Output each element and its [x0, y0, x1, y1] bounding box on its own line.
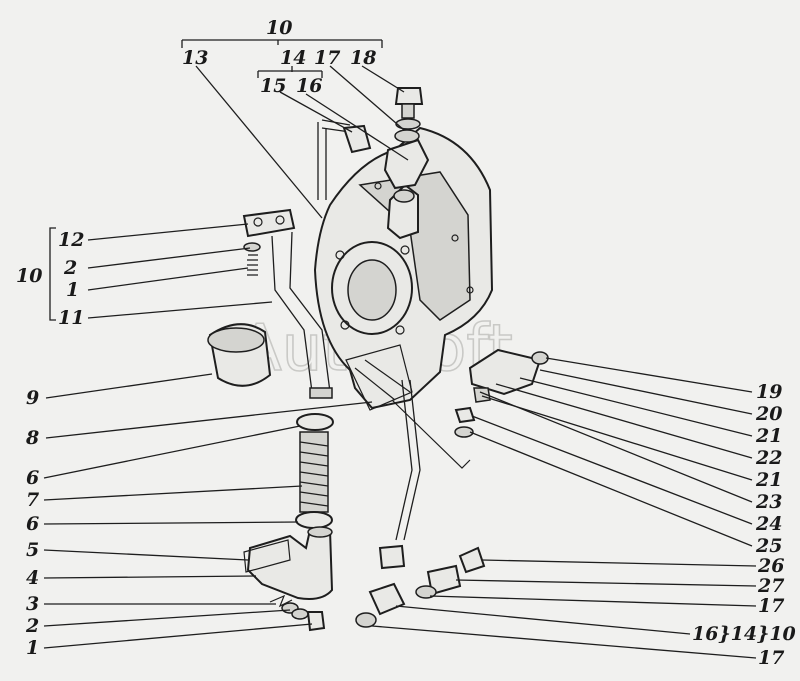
banjo-bolt — [394, 87, 424, 130]
label-17-lower: 17 — [758, 647, 784, 669]
label-17-upper: 17 — [758, 595, 784, 617]
label-top-17: 17 — [314, 47, 340, 69]
rubber-sleeve — [207, 323, 272, 387]
label-top-16: 16 — [296, 75, 322, 97]
label-26: 26 — [757, 555, 784, 577]
label-9: 9 — [26, 387, 39, 409]
label-20: 20 — [755, 403, 782, 425]
label-top-14: 14 — [280, 47, 306, 69]
label-22: 22 — [755, 447, 782, 469]
lower-union-fittings — [355, 546, 486, 628]
label-2-upper: 2 — [63, 257, 77, 279]
pump-housing — [313, 126, 494, 410]
label-1-lower: 1 — [26, 637, 39, 659]
label-1-upper: 1 — [66, 279, 79, 301]
housing-gasket — [345, 344, 413, 411]
label-11: 11 — [58, 307, 84, 329]
callout-labels: 10 13 14 17 18 15 16 10 12 2 1 11 9 8 6 … — [16, 17, 796, 669]
label-13: 13 — [182, 47, 208, 69]
label-group-10: 10 — [16, 265, 42, 287]
label-7: 7 — [26, 489, 39, 511]
label-2-lower: 2 — [25, 615, 39, 637]
label-23: 23 — [755, 491, 782, 513]
label-21-lower: 21 — [755, 469, 782, 491]
hose-with-clamps — [295, 413, 334, 529]
mounting-bracket — [468, 348, 549, 403]
label-18: 18 — [350, 47, 376, 69]
label-8: 8 — [25, 427, 39, 449]
label-16-14-10: 16}14}10 — [692, 623, 796, 645]
stud-and-washer-left — [243, 242, 261, 276]
label-5: 5 — [26, 539, 39, 561]
label-12: 12 — [58, 229, 84, 251]
label-6-lower: 6 — [26, 513, 39, 535]
label-15: 15 — [260, 75, 286, 97]
label-4: 4 — [26, 567, 39, 589]
label-25: 25 — [755, 535, 782, 557]
leader-lines — [43, 39, 757, 659]
label-top-10: 10 — [266, 17, 292, 39]
label-6-upper: 6 — [26, 467, 39, 489]
label-3: 3 — [26, 593, 39, 615]
drain-pipe-with-flange — [242, 208, 333, 399]
label-21-upper: 21 — [755, 425, 782, 447]
return-tube — [378, 379, 471, 570]
label-24: 24 — [755, 513, 782, 535]
label-27: 27 — [757, 575, 784, 597]
nut-and-washer — [454, 406, 476, 438]
label-19: 19 — [756, 381, 782, 403]
outlet-elbow — [243, 526, 334, 600]
